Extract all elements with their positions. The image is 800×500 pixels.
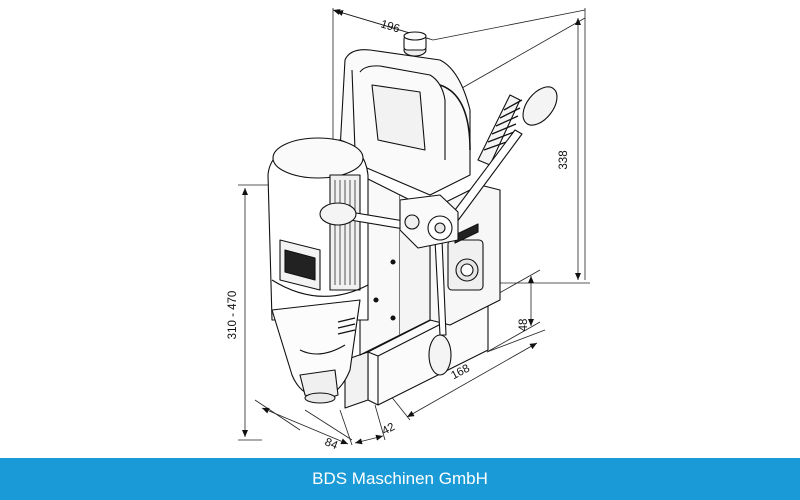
feed-handles [319, 86, 558, 376]
technical-drawing: 196 338 310 - 470 48 168 42 84 [227, 8, 590, 452]
company-name: BDS Maschinen GmbH [312, 469, 488, 488]
motor-housing [339, 31, 471, 196]
cable-spring [477, 94, 523, 166]
dim-magnet-height: 48 [518, 319, 530, 332]
drill-motor [267, 137, 369, 321]
dim-total-height: 338 [558, 150, 570, 169]
dim-top-width: 196 [379, 18, 401, 35]
footer-banner: BDS Maschinen GmbH [0, 458, 800, 500]
dim-base-offset: 42 [380, 421, 397, 438]
dim-drill-height: 310 - 470 [227, 291, 239, 340]
magnetic-drill [267, 31, 558, 409]
drill-chuck [271, 299, 361, 404]
dim-drill-offset: 84 [323, 436, 340, 452]
